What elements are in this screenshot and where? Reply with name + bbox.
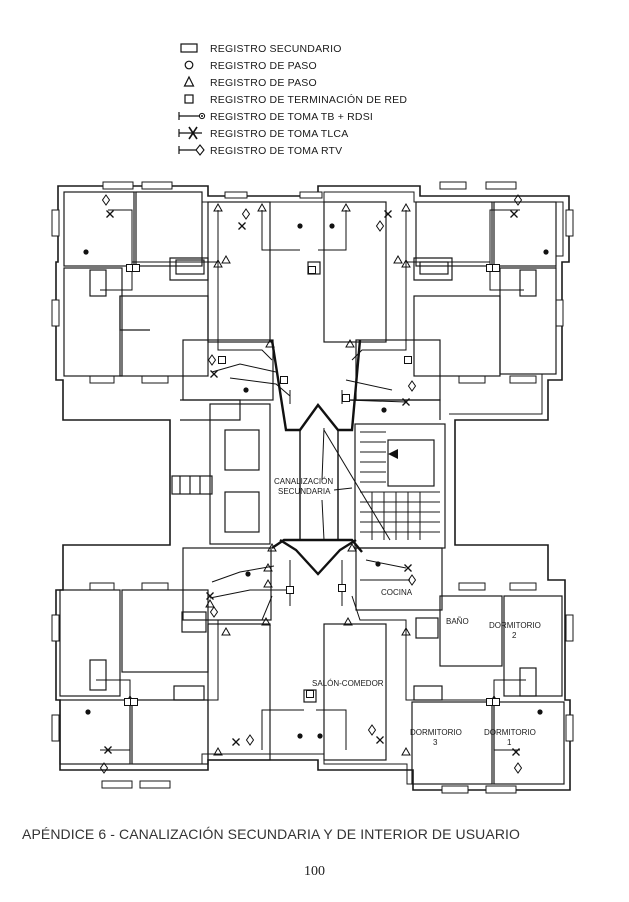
legend-label: REGISTRO DE TOMA TLCA xyxy=(210,127,349,140)
square-icon xyxy=(176,91,210,108)
distribution-conduits xyxy=(96,209,526,751)
figure-caption: APÉNDICE 6 - CANALIZACIÓN SECUNDARIA Y D… xyxy=(22,826,521,842)
plan-labels: CANALIZACIÓN SECUNDARIA COCINA BAÑO DORM… xyxy=(274,477,541,747)
label-dormitorio-1: DORMITORIO xyxy=(484,728,536,737)
legend-row: REGISTRO DE TOMA TLCA xyxy=(176,125,436,142)
legend-label: REGISTRO DE PASO xyxy=(210,59,317,72)
legend-label: REGISTRO DE TOMA TB + RDSI xyxy=(210,110,374,123)
legend-row: REGISTRO DE TOMA RTV xyxy=(176,142,436,159)
label-dormitorio-2-num: 2 xyxy=(512,631,517,640)
label-dormitorio-3-num: 3 xyxy=(433,738,438,747)
legend-label: REGISTRO DE TOMA RTV xyxy=(210,144,343,157)
label-cocina: COCINA xyxy=(381,588,413,597)
windows xyxy=(51,181,574,794)
label-dormitorio-2: DORMITORIO xyxy=(489,621,541,630)
legend-label: REGISTRO DE PASO xyxy=(210,76,317,89)
annotation-leaders xyxy=(321,427,391,541)
legend: REGISTRO SECUNDARIO REGISTRO DE PASO REG… xyxy=(176,40,436,159)
secondary-canalization xyxy=(270,339,363,576)
legend-row: REGISTRO DE TERMINACIÓN DE RED xyxy=(176,91,436,108)
label-secundaria: SECUNDARIA xyxy=(278,487,331,496)
label-bano: BAÑO xyxy=(446,617,469,626)
rectangle-icon xyxy=(176,40,210,57)
label-dormitorio-3: DORMITORIO xyxy=(410,728,462,737)
label-salon-comedor: SALÓN-COMEDOR xyxy=(312,679,384,688)
label-dormitorio-1-num: 1 xyxy=(507,738,512,747)
tb-rdsi-outlet-icon xyxy=(176,108,210,125)
label-canalizacion: CANALIZACIÓN xyxy=(274,477,333,486)
stair-arrow-icon xyxy=(388,449,398,459)
tlca-outlet-icon xyxy=(176,125,210,142)
legend-label: REGISTRO SECUNDARIO xyxy=(210,42,342,55)
circle-icon xyxy=(176,57,210,74)
legend-row: REGISTRO DE PASO xyxy=(176,57,436,74)
legend-row: REGISTRO DE TOMA TB + RDSI xyxy=(176,108,436,125)
interior-walls xyxy=(59,191,565,785)
legend-row: REGISTRO SECUNDARIO xyxy=(176,40,436,57)
legend-label: REGISTRO DE TERMINACIÓN DE RED xyxy=(210,93,408,106)
page-number: 100 xyxy=(304,864,325,879)
legend-row: REGISTRO DE PASO xyxy=(176,74,436,91)
rtv-outlet-icon xyxy=(176,142,210,159)
triangle-icon xyxy=(176,74,210,91)
